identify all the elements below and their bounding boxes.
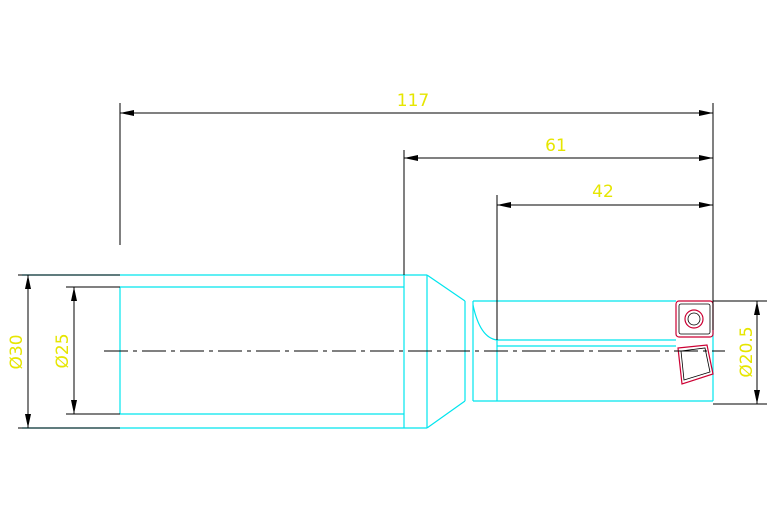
dim-117-label: 117 — [397, 91, 429, 111]
drill-body-outline — [22, 274, 714, 429]
dim-25-label: Ø25 — [53, 333, 73, 368]
flute-curve — [472, 304, 498, 341]
upper-insert — [675, 300, 714, 338]
insert-screw-icon — [684, 309, 704, 329]
dim-205-label: Ø20.5 — [737, 326, 757, 377]
taper-top-slope — [426, 274, 466, 302]
dim-30-label: Ø30 — [7, 334, 27, 369]
dim-61-label: 61 — [545, 136, 567, 156]
taper-bottom-slope — [426, 400, 466, 429]
cutting-inserts — [675, 300, 714, 385]
dim-42-label: 42 — [592, 182, 614, 202]
arrowheads — [25, 110, 760, 428]
lower-insert — [677, 344, 714, 385]
dimension-lines — [18, 103, 767, 429]
insert-inner — [678, 303, 711, 381]
